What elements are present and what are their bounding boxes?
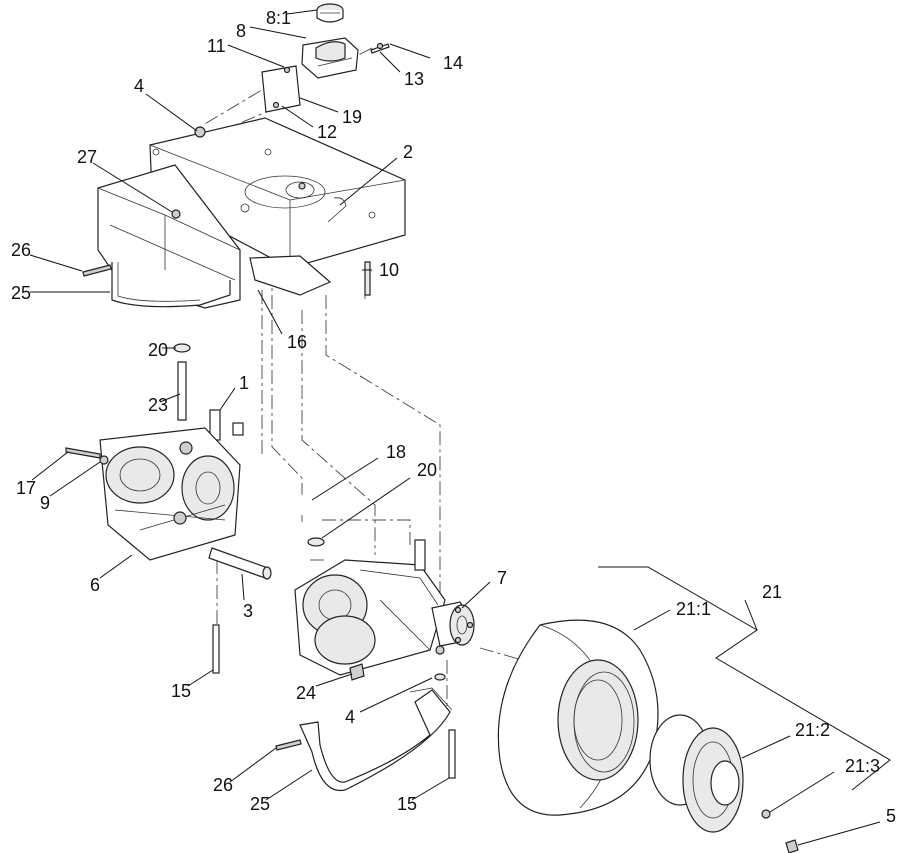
tank-mount-plate	[261, 42, 390, 113]
callout-label: 7	[497, 568, 507, 588]
callout-label: 25	[11, 283, 31, 303]
fuel-tank-assembly	[301, 3, 359, 79]
callout-label: 18	[386, 442, 406, 462]
callout-label: 15	[397, 794, 417, 814]
callout-label: 9	[40, 493, 50, 513]
tire-and-wheel	[497, 619, 799, 853]
callout-label: 26	[11, 240, 31, 260]
callout-label: 12	[317, 122, 337, 142]
callout-label: 11	[207, 36, 226, 56]
callout-label: 1	[239, 373, 249, 393]
rear-bracket	[275, 673, 453, 792]
callout-label: 4	[134, 76, 144, 96]
callout-label: 13	[404, 69, 424, 89]
callout-label: 21:2	[795, 720, 830, 740]
callout-label: 26	[213, 775, 233, 795]
callout-label: 14	[443, 53, 463, 73]
wheel-hub	[431, 601, 475, 647]
callout-label: 21:3	[845, 756, 880, 776]
callout-label: 6	[90, 575, 100, 595]
leader-lines	[29, 9, 891, 846]
callout-label: 20	[417, 460, 437, 480]
callout-label: 23	[148, 395, 168, 415]
spacer-tube	[208, 547, 456, 779]
callout-label: 20	[148, 340, 168, 360]
main-frame	[97, 117, 406, 309]
hoses	[173, 343, 325, 547]
callout-label: 4	[345, 707, 355, 727]
callout-label: 21:1	[676, 599, 711, 619]
callout-label: 10	[379, 260, 399, 280]
callout-label: 8:1	[266, 8, 291, 28]
callout-label: 2	[403, 142, 413, 162]
callout-label: 3	[243, 601, 253, 621]
callout-label: 27	[77, 147, 97, 167]
right-transmission	[294, 539, 446, 681]
callout-label: 19	[342, 107, 362, 127]
callout-label: 17	[16, 478, 36, 498]
callout-label: 15	[171, 681, 191, 701]
callout-label: 16	[287, 332, 307, 352]
callout-label: 25	[250, 794, 270, 814]
left-transmission	[65, 427, 241, 561]
callout-label: 5	[886, 806, 896, 826]
callout-label: 24	[296, 683, 316, 703]
callout-label: 21	[762, 582, 782, 602]
callout-label: 8	[236, 21, 246, 41]
front-bracket	[82, 262, 231, 308]
